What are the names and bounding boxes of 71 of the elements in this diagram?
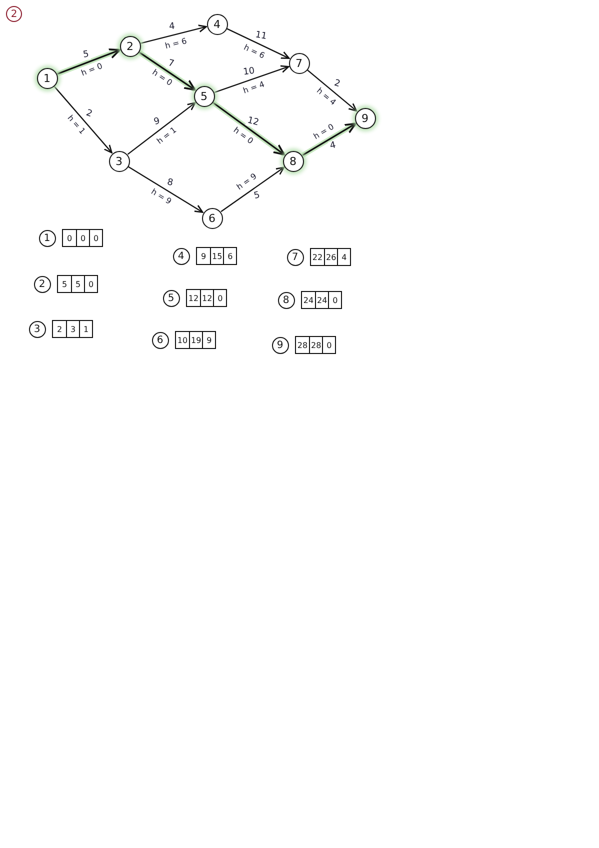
table-cell-text: 10 — [176, 334, 189, 346]
slack-label: h = 9 — [234, 171, 260, 192]
table-cell: 0 — [76, 230, 89, 246]
table-cell: 0 — [213, 290, 226, 306]
event-number: 8 — [278, 292, 294, 308]
table-cell: 3 — [66, 321, 79, 337]
table-cell-text: 9 — [200, 250, 208, 262]
arrow — [307, 70, 358, 112]
edge-label: 12 — [245, 116, 261, 129]
table-cell: 1 — [79, 321, 92, 337]
slack-label: h = 9 — [148, 186, 174, 208]
edge-label: 10 — [242, 66, 256, 78]
table-cell: 28 — [309, 337, 322, 353]
table-cell: 0 — [322, 337, 336, 353]
table-cell-text: 0 — [66, 232, 74, 244]
table-cell: 9 — [202, 332, 216, 348]
edge-label: 7 — [166, 58, 176, 70]
event-number: 6 — [152, 332, 168, 348]
table-cell-text: 5 — [60, 278, 68, 290]
slack-label: h = 0 — [78, 61, 104, 80]
arrow — [127, 102, 196, 155]
table-cell: 26 — [324, 249, 338, 265]
table-cell: 0 — [84, 276, 97, 292]
table-cell-text: 24 — [302, 294, 315, 306]
event-circle: 1 — [36, 68, 58, 88]
event-circle: 9 — [354, 108, 376, 128]
table-cell: 15 — [210, 248, 224, 264]
arrow — [214, 65, 290, 93]
table-cell-text: 12 — [187, 292, 200, 304]
slack-label: h = 0 — [150, 68, 175, 90]
arrow — [140, 24, 207, 44]
table-cell-text: 28 — [296, 340, 309, 352]
arrow — [56, 48, 121, 76]
event-circle: 4 — [206, 14, 228, 34]
event-circle: 6 — [202, 208, 222, 228]
event-number: 7 — [286, 248, 304, 266]
event-circle: 2 — [120, 36, 140, 56]
table-cell-text: 2 — [56, 324, 64, 336]
edge-label: 5 — [81, 49, 90, 60]
event-circle: 7 — [288, 52, 310, 74]
table-cell: 24 — [315, 292, 328, 308]
event-number: 3 — [28, 320, 46, 338]
table-cell: 6 — [223, 248, 236, 264]
table-cell: 19 — [189, 332, 202, 348]
slack-label: h = 4 — [242, 79, 268, 97]
arrow — [54, 86, 112, 154]
arrow — [301, 122, 357, 158]
table-cell: 12 — [200, 290, 214, 306]
arrow — [220, 166, 285, 212]
slack-label: h = 6 — [162, 36, 188, 52]
edge-label: 8 — [164, 176, 175, 188]
event-number: 2 — [34, 276, 50, 292]
event-circle: 5 — [194, 86, 214, 106]
arrow — [211, 100, 286, 157]
table-cell: 4 — [337, 249, 350, 265]
table-cell: 0 — [328, 292, 342, 308]
arrow — [226, 28, 290, 59]
table-cell-text: 22 — [311, 252, 324, 264]
slack-label: h = 0 — [312, 121, 337, 141]
table-cell: 5 — [71, 276, 84, 292]
event-number: 4 — [172, 248, 190, 264]
event-number: 5 — [162, 290, 180, 306]
table-cell: 0 — [89, 230, 102, 246]
event-circle: 8 — [282, 150, 304, 172]
arrow — [128, 166, 204, 213]
arrow — [138, 50, 196, 92]
problem-number: 2 — [6, 6, 22, 22]
event-circle: 3 — [108, 150, 130, 172]
slack-label: h = 6 — [242, 42, 268, 62]
event-number: 9 — [272, 336, 288, 354]
event-number: 1 — [38, 230, 56, 246]
